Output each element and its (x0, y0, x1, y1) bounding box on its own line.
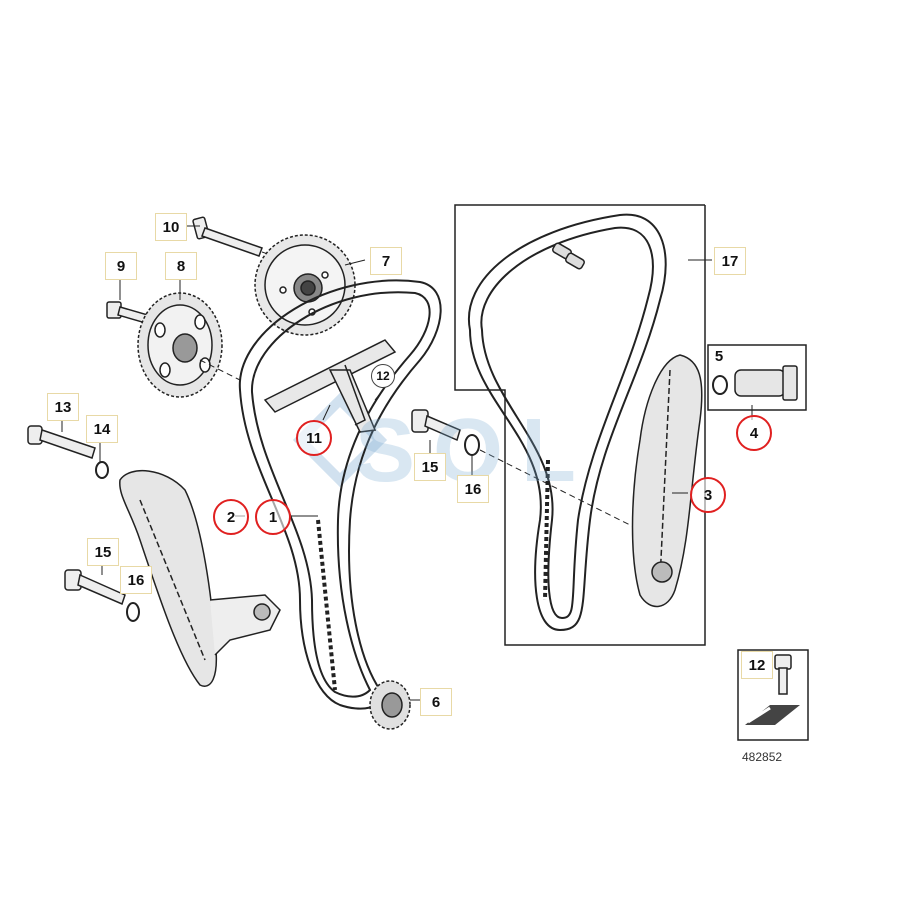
label-3: 3 (690, 477, 726, 513)
label-11: 11 (296, 420, 332, 456)
leader-lines (61, 225, 753, 701)
label-13: 13 (47, 393, 79, 421)
arrow-icon (745, 705, 800, 725)
label-14: 14 (86, 415, 118, 443)
label-16-left: 16 (120, 566, 152, 594)
tensioner-rail-2 (119, 469, 281, 687)
bolt-13 (27, 425, 96, 459)
label-9: 9 (105, 252, 137, 280)
bolt-15-left (64, 569, 126, 606)
washer-16-left (126, 602, 140, 622)
seal-ring-5 (712, 375, 728, 395)
label-1: 1 (255, 499, 291, 535)
label-12: 12 (371, 364, 395, 388)
bolt-12-legend-icon (774, 654, 792, 695)
label-8: 8 (165, 252, 197, 280)
label-15-left: 15 (87, 538, 119, 566)
chain-link-17 (552, 242, 585, 270)
watermark-logo (292, 392, 388, 488)
label-4: 4 (736, 415, 772, 451)
crankshaft-sprocket-6 (369, 680, 411, 730)
bolt-15-middle (411, 409, 461, 442)
chain-tensioner-4 (734, 365, 798, 401)
washer-14 (95, 461, 109, 479)
label-15-middle: 15 (414, 453, 446, 481)
camshaft-sprocket-7 (254, 234, 356, 336)
label-6: 6 (420, 688, 452, 716)
label-17: 17 (714, 247, 746, 275)
label-10: 10 (155, 213, 187, 241)
timing-chain-1 (238, 279, 442, 710)
bolt-10 (192, 216, 263, 257)
guide-rail-11 (263, 339, 397, 433)
camshaft-sprocket-8 (137, 292, 223, 398)
label-2: 2 (213, 499, 249, 535)
label-5: 5 (714, 347, 724, 365)
label-16-middle: 16 (457, 475, 489, 503)
set-17-frame (454, 204, 706, 646)
label-12-legend: 12 (741, 651, 773, 679)
label-7: 7 (370, 247, 402, 275)
reference-number: 482852 (742, 750, 783, 764)
guide-rail-3 (631, 354, 703, 608)
